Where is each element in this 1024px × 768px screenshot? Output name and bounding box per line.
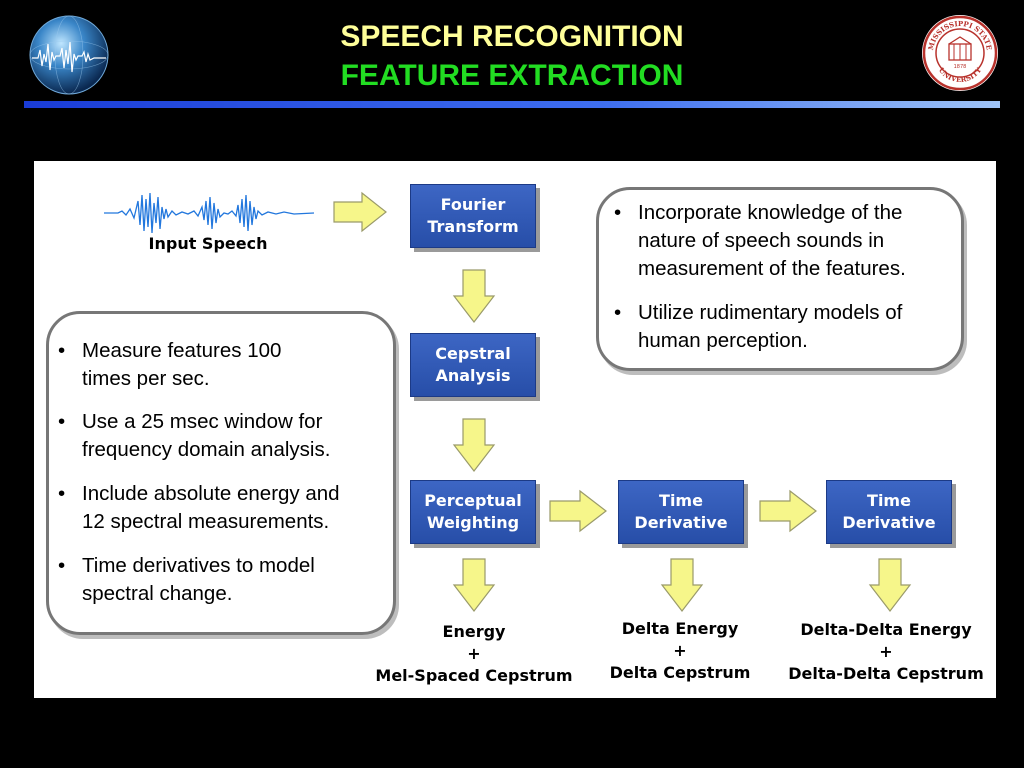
globe-waveform-logo bbox=[29, 15, 109, 95]
arrow-right-icon bbox=[549, 489, 607, 533]
callout-measurements bbox=[46, 311, 396, 635]
output-energy-label: Energy+Mel-Spaced Cepstrum bbox=[375, 622, 573, 685]
slide-title-line-2: FEATURE EXTRACTION bbox=[340, 59, 684, 92]
arrow-down-icon bbox=[660, 558, 704, 612]
callout-knowledge bbox=[596, 187, 964, 371]
input-speech-waveform bbox=[104, 192, 315, 234]
callout-bullet: • Measure features 100 times per sec. bbox=[58, 339, 282, 390]
input-speech-label: Input Speech bbox=[148, 234, 268, 253]
arrow-right-icon bbox=[759, 489, 817, 533]
callout-bullet: • Utilize rudimentary models of human pe… bbox=[614, 301, 903, 352]
arrow-down-icon bbox=[452, 418, 496, 472]
arrow-right-icon bbox=[333, 191, 387, 233]
arrow-down-icon bbox=[452, 269, 496, 323]
arrow-down-icon bbox=[452, 558, 496, 612]
callout-bullet: • Time derivatives to model spectral cha… bbox=[58, 554, 315, 605]
header-divider bbox=[24, 101, 1000, 108]
slide-title-line-1: SPEECH RECOGNITION bbox=[340, 20, 684, 53]
university-seal-logo: MISSISSIPPI STATE UNIVERSITY 1878 bbox=[922, 15, 998, 91]
output-delta-delta-label: Delta-Delta Energy+Delta-Delta Cepstrum bbox=[788, 620, 984, 683]
svg-text:1878: 1878 bbox=[954, 64, 967, 70]
callout-bullet: • Include absolute energy and 12 spectra… bbox=[58, 482, 340, 533]
output-delta-label: Delta Energy+Delta Cepstrum bbox=[609, 619, 751, 682]
callout-bullet: • Incorporate knowledge of the nature of… bbox=[614, 201, 906, 280]
callout-bullet: • Use a 25 msec window for frequency dom… bbox=[58, 410, 331, 461]
arrow-down-icon bbox=[868, 558, 912, 612]
